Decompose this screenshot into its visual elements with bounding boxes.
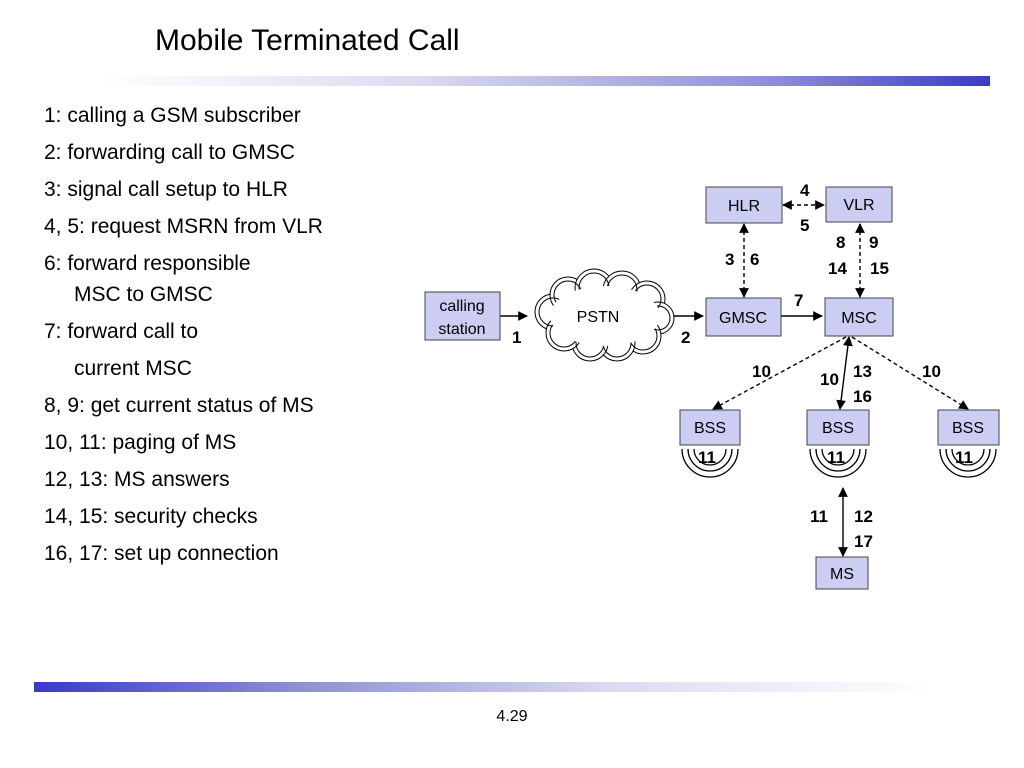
calling-station-label-line1: calling [439, 298, 484, 315]
step-number-11-right: 11 [955, 448, 973, 467]
step-item: 1: calling a GSM subscriber [44, 104, 301, 127]
msc-label: MSC [841, 310, 877, 327]
bss-middle-node: BSS [806, 409, 870, 446]
bss-left-label: BSS [694, 420, 726, 437]
bss-middle-label: BSS [822, 420, 854, 437]
step-number-10-left: 10 [752, 362, 771, 381]
calling-station-label-line2: station [438, 321, 485, 338]
step-number-9: 9 [869, 233, 878, 252]
step-number-5: 5 [800, 216, 809, 235]
ms-label: MS [830, 566, 854, 583]
step-list: 1: calling a GSM subscriber 2: forwardin… [44, 100, 323, 575]
step-number-3: 3 [725, 250, 734, 269]
gmsc-node: GMSC [705, 297, 782, 337]
step-item: 7: forward call to [44, 320, 199, 343]
bss-right-label: BSS [952, 420, 984, 437]
radio-waves-left [681, 448, 739, 478]
radio-waves-middle [809, 448, 867, 478]
step-item-line: MSC to GMSC [74, 283, 213, 306]
msc-node: MSC [824, 297, 894, 337]
ms-node: MS [815, 556, 869, 590]
step-item: 16, 17: set up connection [44, 542, 279, 565]
vlr-node: VLR [825, 186, 893, 223]
step-number-17: 17 [854, 532, 873, 551]
radio-waves-right [939, 448, 997, 478]
hlr-node: HLR [705, 186, 783, 224]
bss-right-node: BSS [937, 409, 1000, 446]
arrow-msc-bss-middle [836, 336, 853, 410]
pstn-cloud: PSTN [534, 268, 675, 362]
hlr-label: HLR [728, 198, 760, 215]
step-number-7: 7 [794, 291, 803, 310]
step-item: 12, 13: MS answers [44, 468, 230, 491]
step-number-4: 4 [800, 181, 810, 200]
step-number-16: 16 [853, 387, 872, 406]
step-number-10-right: 10 [922, 362, 941, 381]
bss-left-node: BSS [679, 409, 741, 446]
step-number-10-middle: 10 [820, 370, 839, 389]
step-item: 14, 15: security checks [44, 505, 258, 528]
page-number: 4.29 [496, 708, 528, 725]
pstn-label: PSTN [577, 309, 620, 326]
calling-station-node: calling station [424, 291, 501, 341]
top-gradient-bar [100, 76, 990, 86]
step-item: 6: forward responsible MSC to GMSC [44, 248, 323, 316]
bottom-gradient-bar [34, 682, 934, 692]
step-item: 2: forwarding call to GMSC [44, 141, 295, 164]
step-item-line: 6: forward responsible [44, 252, 251, 275]
step-number-15: 15 [870, 259, 889, 278]
arrow-msc-to-bss-left [712, 336, 847, 410]
step-item: 8, 9: get current status of MS [44, 394, 314, 417]
step-item: 4, 5: request MSRN from VLR [44, 215, 323, 238]
arrow-msc-to-bss-right [851, 336, 969, 410]
step-number-11-left: 11 [698, 448, 716, 467]
step-item: 10, 11: paging of MS [44, 431, 237, 454]
step-number-13: 13 [853, 362, 872, 381]
step-number-11-middle: 11 [827, 448, 845, 467]
step-number-12: 12 [854, 507, 873, 526]
step-number-8: 8 [836, 233, 845, 252]
step-item: 3: signal call setup to HLR [44, 178, 288, 201]
step-number-6: 6 [750, 250, 759, 269]
step-number-2: 2 [681, 328, 690, 347]
gmsc-label: GMSC [719, 310, 767, 327]
vlr-label: VLR [843, 197, 874, 214]
step-number-14: 14 [828, 259, 847, 278]
slide-title: Mobile Terminated Call [155, 24, 460, 57]
step-number-1: 1 [512, 328, 521, 347]
step-item: current MSC [74, 357, 192, 380]
step-number-11-ms: 11 [810, 507, 828, 526]
